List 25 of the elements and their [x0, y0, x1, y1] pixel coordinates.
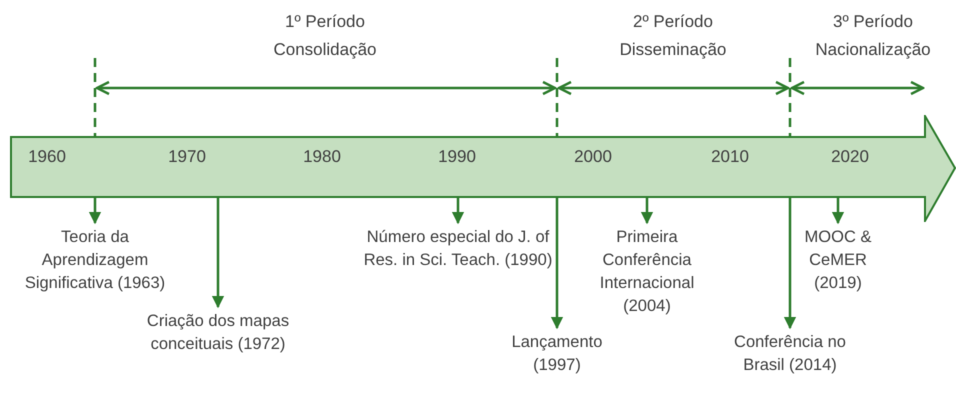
period-label: 1º Período Consolidação — [272, 11, 378, 61]
arrow — [212, 197, 224, 308]
year-label: 2020 — [831, 147, 869, 167]
arrow — [88, 197, 102, 224]
arrow — [550, 197, 564, 330]
arrow — [784, 197, 796, 330]
arrow — [452, 197, 464, 224]
event-label: Conferência no Brasil (2014) — [730, 331, 850, 377]
arrow — [640, 197, 654, 224]
event-label: MOOC & CeMER (2019) — [783, 226, 893, 295]
period-label: 2º Período Disseminação — [618, 11, 728, 61]
event-label: Criação dos mapas conceituais (1972) — [138, 310, 298, 356]
timeline-arrow — [10, 115, 956, 222]
event-label: Teoria da Aprendizagem Significativa (1963) — [20, 226, 170, 295]
event-label: Lançamento (1997) — [492, 331, 622, 377]
year-label: 1980 — [303, 147, 341, 167]
year-label: 2010 — [711, 147, 749, 167]
period-label: 3º Período Nacionalização — [814, 11, 932, 61]
year-label: 1960 — [28, 147, 66, 167]
event-label: Primeira Conferência Internacional (2004) — [577, 226, 717, 318]
arrow — [832, 197, 844, 224]
year-label: 1970 — [168, 147, 206, 167]
year-label: 1990 — [438, 147, 476, 167]
event-label: Número especial do J. of Res. in Sci. Teach. (1990) — [358, 226, 558, 272]
year-label: 2000 — [574, 147, 612, 167]
